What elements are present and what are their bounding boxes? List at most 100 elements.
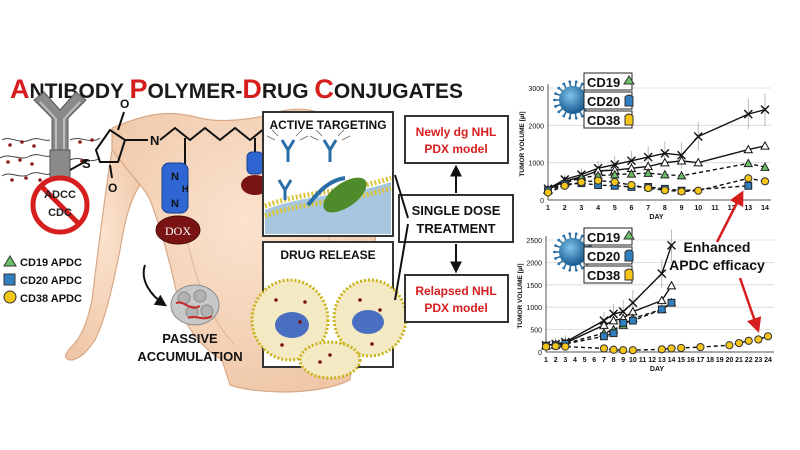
- figure-title: ANTIBODY POLYMER-DRUG CONJUGATES: [10, 74, 463, 104]
- y-tick-label: 0: [540, 198, 544, 205]
- data-point: [677, 150, 687, 160]
- data-point: [734, 338, 744, 348]
- x-tick-label: 5: [583, 357, 587, 364]
- title-segment: A: [10, 74, 30, 104]
- data-point: [643, 168, 654, 177]
- title-segment: RUG: [262, 80, 315, 103]
- data-point: [660, 186, 669, 195]
- cdc-label: CDC: [48, 207, 72, 219]
- x-tick-label: 24: [764, 357, 772, 364]
- legend-marker-circle: [3, 290, 17, 304]
- x-tick-label: 1: [546, 205, 550, 212]
- data-point: [760, 105, 770, 115]
- series-line: [547, 108, 766, 190]
- chart-legend-label: CD20: [587, 94, 620, 109]
- data-point: [657, 345, 666, 354]
- accumulation-arrow: [142, 264, 167, 307]
- data-point: [743, 158, 754, 168]
- receptor-icon: [624, 249, 634, 262]
- x-tick-label: 10: [629, 357, 637, 364]
- data-point: [644, 183, 653, 193]
- x-tick-label: 10: [694, 205, 702, 212]
- x-tick-label: 20: [725, 357, 733, 364]
- data-point: [667, 344, 676, 353]
- active-targeting-panel: [262, 111, 394, 237]
- newly-diagnosed-box: [404, 115, 509, 164]
- x-tick-label: 1: [544, 357, 548, 364]
- chart-legend-label: CD38: [587, 113, 620, 128]
- data-point: [593, 176, 603, 185]
- x-tick-label: 4: [573, 357, 577, 364]
- x-tick-label: 5: [613, 205, 617, 212]
- y-tick-label: 0: [538, 350, 542, 357]
- title-segment: D: [242, 74, 262, 104]
- data-point: [660, 148, 670, 158]
- y-tick-label: 1500: [526, 283, 542, 290]
- chart-legend-label: CD19: [587, 75, 620, 90]
- x-tick-label: 9: [680, 205, 684, 212]
- data-point: [627, 180, 636, 190]
- series-line: [547, 177, 766, 194]
- data-point: [609, 309, 619, 319]
- data-point: [541, 342, 551, 351]
- data-point: [694, 186, 703, 195]
- y-tick-label: 3000: [528, 86, 544, 93]
- data-point: [676, 155, 687, 165]
- receptor-icon: [623, 75, 635, 85]
- data-point: [543, 188, 553, 197]
- x-tick-label: 18: [706, 357, 714, 364]
- x-tick-label: 13: [744, 205, 752, 212]
- data-point: [609, 169, 620, 179]
- y-tick-label: 1000: [526, 305, 542, 312]
- relapsed-box: [404, 274, 509, 323]
- x-tick-label: 15: [677, 357, 685, 364]
- x-tick-label: 11: [711, 205, 719, 212]
- legend-label: CD38 APDC: [20, 293, 82, 305]
- data-point: [657, 305, 666, 314]
- data-point: [696, 342, 705, 352]
- sulfur-label: S: [82, 156, 91, 171]
- data-point: [609, 345, 618, 354]
- x-tick-label: 17: [697, 357, 705, 364]
- data-point: [609, 329, 618, 338]
- y-tick-label: 500: [530, 328, 542, 335]
- annotation-arrow-up: [715, 190, 744, 243]
- data-point: [743, 144, 754, 154]
- newly-diagnosed-label: Newly dg NHL: [416, 125, 497, 139]
- data-point: [693, 132, 703, 142]
- x-tick-label: 8: [663, 205, 667, 212]
- data-point: [744, 181, 753, 190]
- x-tick-label: 2: [554, 357, 558, 364]
- y-tick-label: 1000: [528, 161, 544, 168]
- treatment-label: TREATMENT: [416, 221, 495, 236]
- legend-label: CD19 APDC: [20, 257, 82, 269]
- x-tick-label: 14: [761, 205, 769, 212]
- hydrazone-h: H: [182, 184, 189, 194]
- x-tick-label: 21: [735, 357, 743, 364]
- single-dose-box: [398, 194, 514, 243]
- chart-legend-label: CD19: [587, 230, 620, 245]
- data-point: [725, 341, 734, 350]
- passive-label: PASSIVE: [162, 331, 218, 346]
- x-axis-label: DAY: [650, 366, 664, 373]
- active-targeting-label: ACTIVE TARGETING: [269, 118, 386, 132]
- lymphoma-cell-icon: [553, 232, 593, 272]
- y-tick-label: 2000: [526, 260, 542, 267]
- data-point: [666, 240, 676, 250]
- data-point: [659, 169, 670, 179]
- data-point: [677, 187, 686, 196]
- data-point: [561, 342, 570, 351]
- data-point: [619, 346, 628, 355]
- adcc-label: ADCC: [44, 189, 76, 201]
- data-point: [656, 295, 667, 305]
- x-tick-label: 19: [716, 357, 724, 364]
- x-tick-label: 11: [639, 357, 647, 364]
- x-tick-label: 2: [563, 205, 567, 212]
- no-adcc-cdc-icon: [30, 175, 90, 235]
- data-point: [744, 336, 753, 345]
- data-point: [659, 157, 670, 167]
- y-axis-label: TUMOR VOLUME [µl]: [517, 263, 524, 328]
- series-line: [547, 182, 749, 192]
